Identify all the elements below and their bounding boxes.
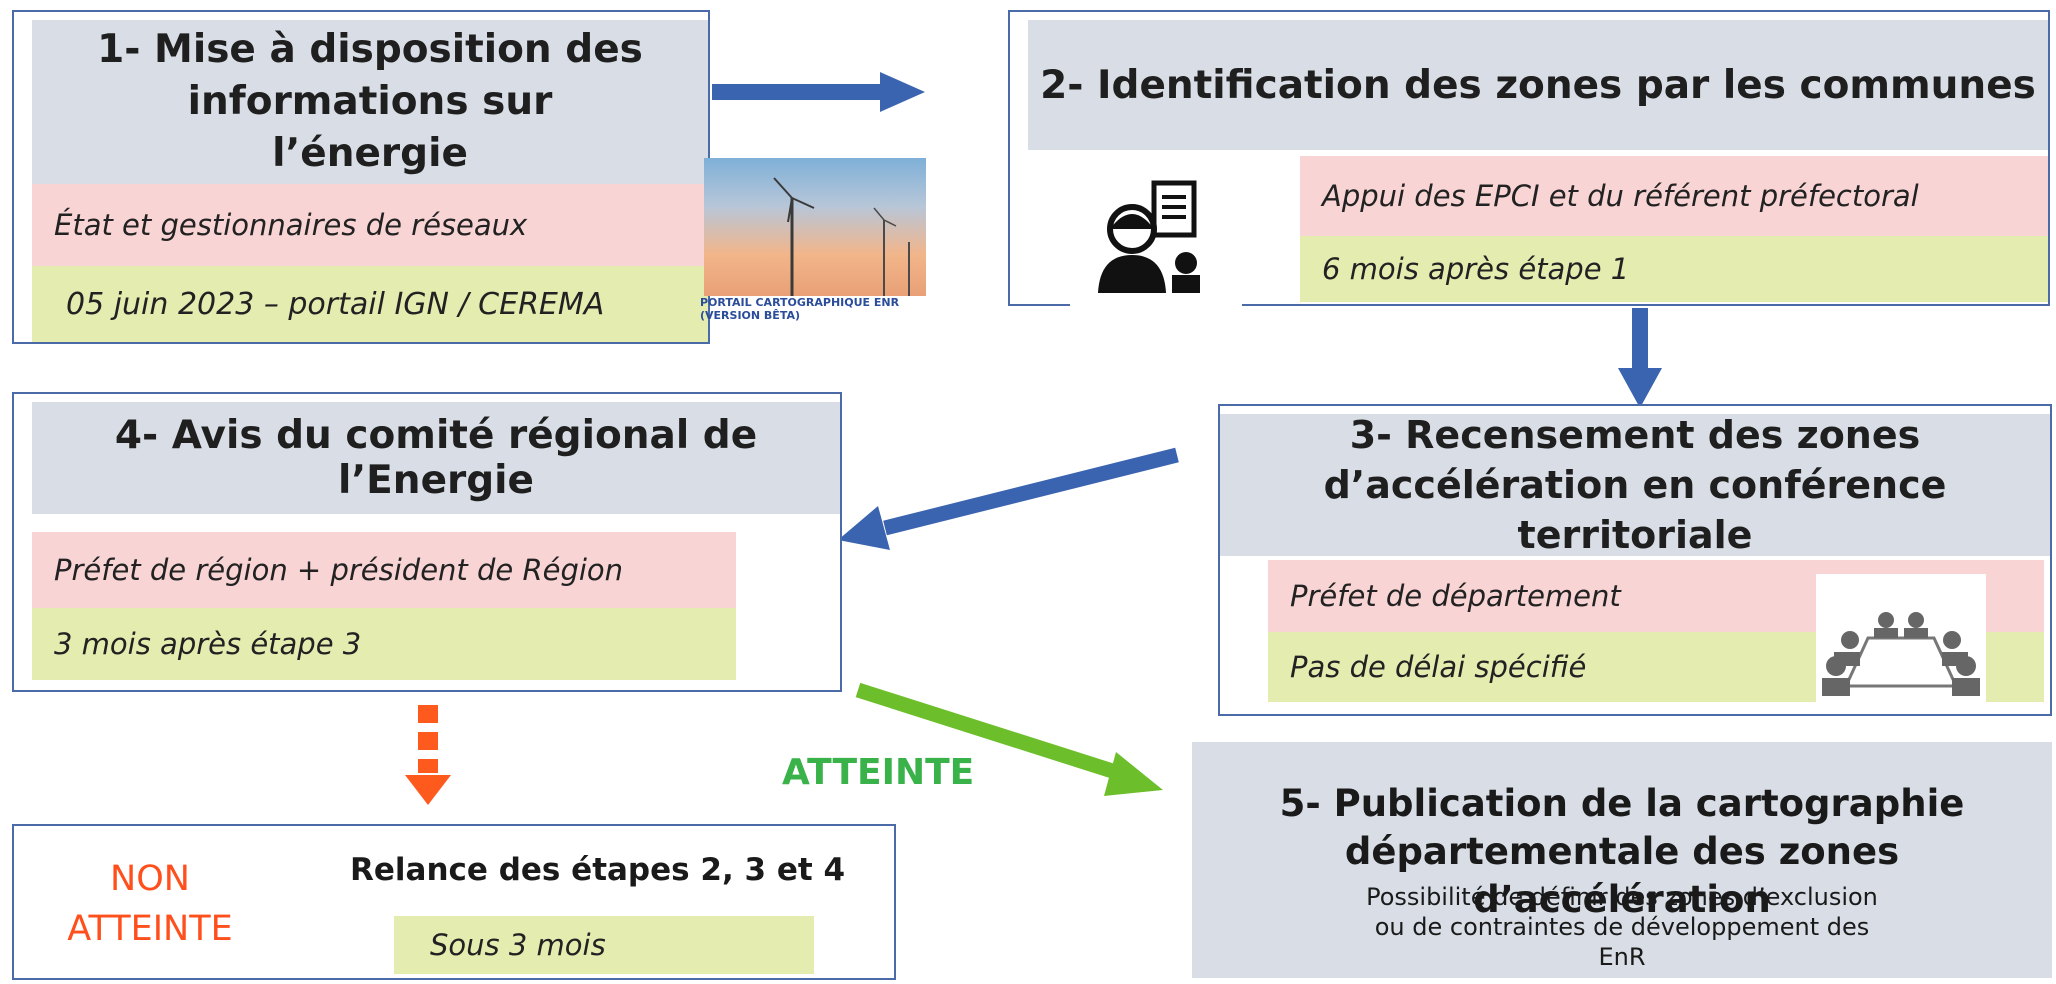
step5-note: Possibilité de définir des zones d’exclu… bbox=[1366, 883, 1878, 971]
arrow-step3-to-step4 bbox=[838, 447, 1179, 550]
step2-box: 2- Identification des zones par les comm… bbox=[1008, 10, 2050, 306]
step1-box: 1- Mise à disposition des informations s… bbox=[12, 10, 710, 344]
step2-delay: 6 mois après étape 1 bbox=[1300, 236, 2048, 302]
step1-date: 05 juin 2023 – portail IGN / CEREMA bbox=[32, 266, 708, 342]
step3-title: 3- Recensement des zones d’accélération … bbox=[1220, 413, 2050, 557]
conference-table-icon bbox=[1816, 574, 1986, 710]
portal-caption: PORTAIL CARTOGRAPHIQUE ENR (VERSION BÊTA… bbox=[700, 296, 900, 322]
fail-label: NON ATTEINTE bbox=[67, 859, 233, 949]
step2-actor: Appui des EPCI et du référent préfectora… bbox=[1300, 156, 2048, 236]
step2-title: 2- Identification des zones par les comm… bbox=[1028, 20, 2048, 150]
arrow-step4-to-step5 bbox=[855, 682, 1163, 796]
wind-turbines-icon bbox=[773, 177, 910, 296]
arrow-step4-to-fail bbox=[405, 705, 451, 805]
arrow-step2-to-step3 bbox=[1618, 308, 1662, 408]
fail-box: NON ATTEINTE Relance des étapes 2, 3 et … bbox=[12, 824, 896, 980]
step4-delay: 3 mois après étape 3 bbox=[32, 608, 736, 680]
step1-title: 1- Mise à disposition des informations s… bbox=[32, 20, 708, 184]
person-document-icon bbox=[1070, 155, 1242, 310]
fail-title: Relance des étapes 2, 3 et 4 bbox=[350, 852, 846, 888]
fail-delay: Sous 3 mois bbox=[394, 916, 814, 974]
arrow-step1-to-step2 bbox=[712, 72, 925, 112]
step5-title: 5- Publication de la cartographie départ… bbox=[1279, 782, 1965, 921]
step5-box: 5- Publication de la cartographie départ… bbox=[1192, 742, 2052, 978]
step4-box: 4- Avis du comité régional de l’Energie … bbox=[12, 392, 842, 692]
step4-actor: Préfet de région + président de Région bbox=[32, 532, 736, 608]
success-label: ATTEINTE bbox=[782, 752, 975, 793]
portal-image bbox=[704, 158, 926, 296]
step1-actor: État et gestionnaires de réseaux bbox=[32, 184, 708, 266]
step4-title: 4- Avis du comité régional de l’Energie bbox=[32, 402, 840, 514]
